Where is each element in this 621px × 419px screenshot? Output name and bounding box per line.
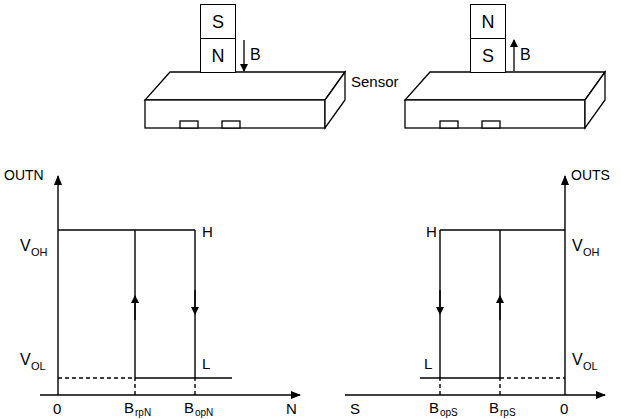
pole-letter: S: [482, 47, 494, 65]
sensor-package: [405, 72, 605, 128]
voltage-symbol: V: [572, 352, 583, 368]
voltage-subscript: OL: [583, 361, 598, 372]
field-label: B: [520, 47, 531, 63]
axis-label: OUTN: [4, 168, 44, 182]
voltage-symbol: V: [20, 238, 31, 254]
threshold-subscript: rpS: [500, 408, 516, 418]
magnet-pole: S: [200, 4, 236, 39]
voltage-subscript: OL: [31, 361, 46, 372]
pole-letter: N: [212, 47, 225, 65]
field-arrow: [243, 40, 244, 71]
voltage-symbol: V: [20, 352, 31, 368]
threshold-symbol: B: [184, 400, 194, 415]
axis-label: S: [350, 401, 360, 416]
state-label: H: [426, 224, 437, 239]
state-label: H: [202, 224, 213, 239]
threshold-subscript: opN: [195, 408, 213, 418]
threshold-subscript: rpN: [135, 408, 151, 418]
magnet-pole: S: [470, 38, 506, 73]
voltage-subscript: OH: [583, 247, 600, 258]
sensor-package: [145, 72, 345, 128]
threshold-symbol: B: [124, 400, 134, 415]
axis-origin: 0: [53, 401, 61, 416]
magnet-pole: N: [200, 38, 236, 73]
field-label: B: [250, 47, 261, 63]
voltage-symbol: V: [572, 238, 583, 254]
pole-letter: S: [212, 13, 224, 31]
pole-letter: N: [482, 13, 495, 31]
axis-label: OUTS: [571, 168, 610, 182]
threshold-subscript: opS: [440, 408, 458, 418]
hysteresis-graph-n: [40, 176, 300, 395]
threshold-symbol: B: [429, 400, 439, 415]
axis-origin: 0: [560, 401, 568, 416]
part-name: Sensor: [351, 74, 399, 89]
magnet-pole: N: [470, 4, 506, 39]
state-label: L: [202, 356, 210, 371]
threshold-symbol: B: [489, 400, 499, 415]
field-arrow: [513, 40, 514, 71]
axis-label: N: [286, 401, 297, 416]
hysteresis-graph-s: [345, 176, 605, 395]
state-label: L: [424, 356, 432, 371]
voltage-subscript: OH: [31, 247, 48, 258]
